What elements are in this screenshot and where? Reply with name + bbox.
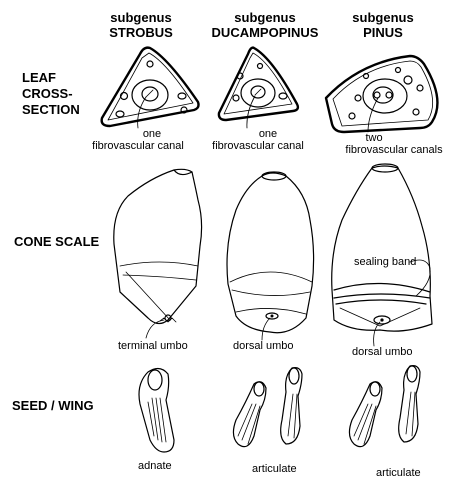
annotation-leaf-pinus-line1: two bbox=[365, 132, 383, 144]
cone-scale-ducampopinus bbox=[226, 171, 315, 334]
column-header-strobus: subgenus STROBUS bbox=[76, 10, 206, 40]
cone-scale-strobus bbox=[113, 168, 203, 325]
annotation-leaf-strobus-line1: one bbox=[142, 128, 162, 140]
annotation-leaf-ducampopinus-line1: one bbox=[258, 128, 278, 140]
seed-wing-ducampopinus-1 bbox=[232, 381, 267, 448]
seed-wing-pinus-2 bbox=[398, 365, 421, 443]
annotation-leaf-strobus-line2: fibrovascular canal bbox=[92, 140, 184, 152]
column-header-pinus-line1: subgenus bbox=[352, 10, 414, 25]
column-header-ducampopinus: subgenus DUCAMPOPINUS bbox=[200, 10, 330, 40]
leaf-section-strobus bbox=[100, 46, 200, 128]
annotation-leaf-strobus: one fibrovascular canal bbox=[78, 128, 198, 152]
column-header-strobus-line1: subgenus bbox=[110, 10, 172, 25]
cone-scale-pinus bbox=[331, 163, 433, 332]
column-header-pinus-line2: PINUS bbox=[363, 25, 403, 40]
seed-wing-pinus-1 bbox=[348, 381, 383, 448]
row-header-leaf: LEAF CROSS- SECTION bbox=[22, 70, 80, 118]
column-header-ducampopinus-line2: DUCAMPOPINUS bbox=[211, 25, 319, 40]
annotation-leaf-ducampopinus: one fibrovascular canal bbox=[196, 128, 320, 152]
annotation-dorsal-umbo-ducampopinus: dorsal umbo bbox=[233, 340, 294, 352]
row-header-leaf-line3: SECTION bbox=[22, 102, 80, 117]
column-header-pinus: subgenus PINUS bbox=[318, 10, 448, 40]
leaf-section-pinus bbox=[324, 54, 439, 134]
annotation-terminal-umbo: terminal umbo bbox=[118, 340, 188, 352]
annotation-leaf-ducampopinus-line2: fibrovascular canal bbox=[212, 140, 304, 152]
annotation-leaf-pinus: two fibrovascular canals bbox=[330, 132, 458, 156]
annotation-seed-articulate-pinus: articulate bbox=[376, 467, 421, 479]
column-header-strobus-line2: STROBUS bbox=[109, 25, 173, 40]
row-header-cone-scale: CONE SCALE bbox=[14, 234, 100, 249]
annotation-seed-adnate: adnate bbox=[138, 460, 172, 472]
row-header-leaf-line1: LEAF bbox=[22, 70, 56, 85]
seed-wing-ducampopinus-2 bbox=[280, 367, 303, 445]
annotation-dorsal-umbo-pinus: dorsal umbo bbox=[352, 346, 413, 358]
leaf-section-ducampopinus bbox=[217, 46, 300, 122]
annotation-leaf-pinus-line2: fibrovascular canals bbox=[345, 144, 443, 156]
annotation-sealing-band: sealing band bbox=[354, 256, 417, 268]
row-header-seed-wing: SEED / WING bbox=[12, 398, 94, 413]
row-header-leaf-line2: CROSS- bbox=[22, 86, 73, 101]
seed-wing-strobus bbox=[138, 367, 175, 453]
annotation-seed-articulate-ducampopinus: articulate bbox=[252, 463, 297, 475]
column-header-ducampopinus-line1: subgenus bbox=[234, 10, 296, 25]
